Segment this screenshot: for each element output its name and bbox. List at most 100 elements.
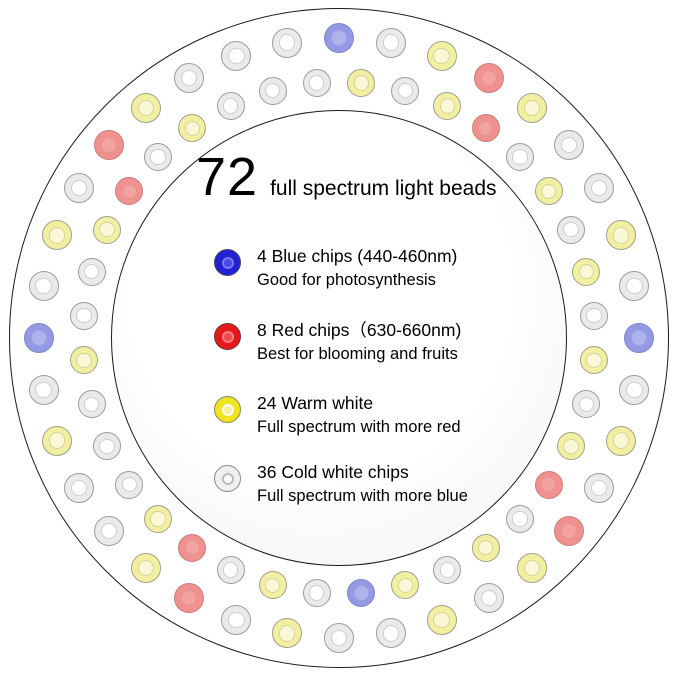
led-bead-white [143,142,172,171]
led-bead-yellow [131,552,162,583]
led-bead-core [180,589,198,606]
led-bead-core [138,559,155,576]
led-bead-core [121,183,137,199]
led-bead-core [478,540,494,556]
warm-white-chip-icon [214,396,241,423]
led-bead-core [228,611,245,629]
led-bead-white [433,556,462,584]
legend-row-blue: 4 Blue chips (440-460nm) Good for photos… [214,246,457,291]
led-bead-core [48,432,66,449]
led-bead-white [572,390,601,419]
led-bead-yellow [92,215,121,244]
cold-white-chip-icon-core [221,472,234,485]
red-chip-icon-core [221,330,234,343]
legend-cold-white-desc: Full spectrum with more blue [257,487,468,505]
led-bead-white [302,579,331,608]
led-bead-core [397,577,413,593]
led-bead-core [563,222,579,238]
led-bead-white [28,375,59,406]
led-bead-core [71,179,88,197]
legend-red-title: 8 Red chips（630-660nm) [257,320,462,340]
led-bead-red [553,515,584,546]
led-bead-white [64,473,95,503]
led-bead-core [76,308,92,324]
led-bead-blue [624,323,654,353]
legend-row-red: 8 Red chips（630-660nm) Best for blooming… [214,320,461,365]
led-bead-red [174,582,204,613]
led-bead-white [619,270,650,301]
led-bead-core [180,70,198,87]
legend-blue-desc: Good for photosynthesis [257,271,436,289]
led-bead-core [541,477,557,493]
led-bead-core [353,75,369,91]
led-bead-core [480,70,498,87]
legend-row-cold-white: 36 Cold white chips Full spectrum with m… [214,462,468,507]
led-bead-core [578,264,594,280]
led-bead-yellow [143,505,172,534]
blue-chip-icon [214,249,241,276]
led-bead-white [557,215,585,244]
led-bead-yellow [433,91,462,120]
led-bead-core [265,83,281,99]
led-bead-core [626,277,643,294]
led-bead-core [480,589,498,606]
led-bead-blue [347,579,376,608]
led-bead-yellow [605,220,636,251]
led-bead-core [439,562,455,578]
red-chip-icon [214,323,241,350]
led-bead-core [512,511,528,527]
led-bead-core [223,98,239,114]
led-bead-yellow [426,604,457,635]
led-bead-yellow [580,346,609,375]
led-bead-core [309,585,325,601]
led-bead-core [630,329,648,347]
warm-white-chip-icon-core [221,403,234,416]
led-bead-blue [324,23,354,53]
led-bead-core [512,149,528,165]
led-bead-yellow [42,220,73,251]
led-bead-yellow [572,257,601,286]
led-bead-core [382,625,400,642]
led-bead-white [506,505,535,534]
led-bead-yellow [534,177,563,206]
led-bead-white [619,375,650,406]
led-bead-core [382,34,400,51]
led-bead-white [271,27,302,58]
led-bead-white [376,27,407,58]
led-bead-core [138,100,155,117]
led-bead-core [48,227,66,244]
led-bead-yellow [516,552,547,583]
led-bead-white [216,556,245,584]
led-bead-core [71,479,88,497]
led-bead-white [174,63,204,94]
led-bead-core [99,222,115,238]
led-bead-core [184,120,200,136]
led-bead-white [221,604,252,635]
led-bead-white [580,301,609,330]
led-bead-red [94,130,125,161]
led-bead-core [523,559,540,576]
legend-text-red: 8 Red chips（630-660nm) Best for blooming… [257,320,461,365]
led-bead-yellow [391,571,420,600]
led-bead-core [330,29,348,47]
led-bead-core [612,432,630,449]
led-bead-red [471,114,500,143]
led-bead-white [92,432,121,461]
led-bead-white [69,301,98,330]
led-bead-white [221,41,252,72]
legend-blue-title: 4 Blue chips (440-460nm) [257,246,458,266]
legend-text-cold-white: 36 Cold white chips Full spectrum with m… [257,462,468,507]
led-bead-white [302,68,331,97]
legend-text-warm-white: 24 Warm white Full spectrum with more re… [257,393,461,438]
led-bead-core [30,329,48,347]
led-bead-white [94,515,125,546]
led-bead-core [278,625,295,642]
led-bead-core [278,34,295,51]
led-bead-core [560,137,577,154]
inner-ring-outline [111,110,567,566]
led-bead-white [583,173,614,203]
led-bead-core [330,629,348,647]
led-bead-core [101,522,118,539]
led-bead-white [583,473,614,503]
